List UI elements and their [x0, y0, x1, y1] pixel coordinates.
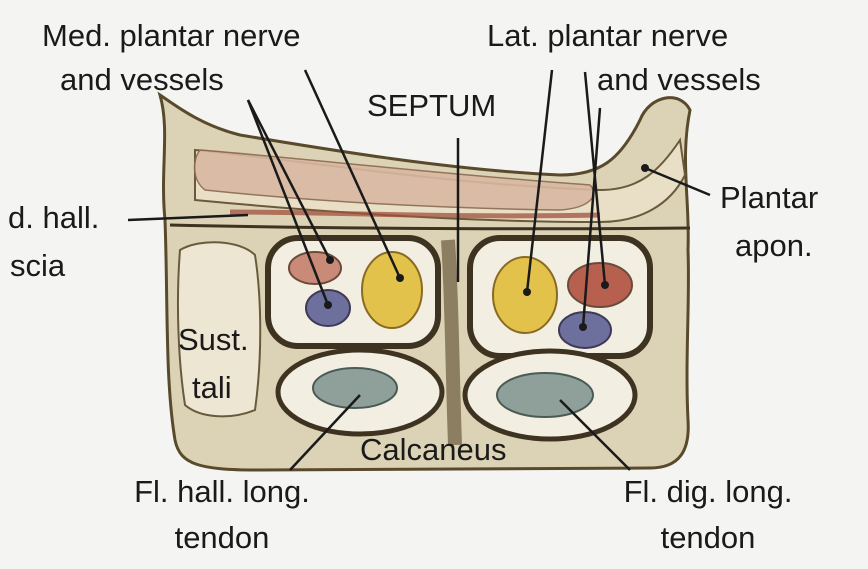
label-med-plantar-line1: Med. plantar nerve [42, 18, 301, 53]
leader-lat-nerve [525, 69, 554, 293]
leader-lines [127, 69, 711, 471]
leader-plantar-apon [644, 166, 711, 197]
label-lat-plantar-line1: Lat. plantar nerve [487, 18, 729, 53]
dot-med-artery [326, 256, 334, 264]
label-sust-line1: Sust. [178, 322, 249, 357]
dot-med-nerve [396, 274, 404, 282]
label-calcaneus: Calcaneus [360, 432, 507, 467]
dot-med-vein [324, 301, 332, 309]
label-fdl-line2: tendon [660, 520, 756, 555]
leader-med-artery [246, 99, 332, 261]
label-plantar-apon-line1: Plantar [720, 180, 819, 215]
label-plantar-apon-line2: apon. [735, 228, 813, 263]
label-fascia-line1: d. hall. [8, 200, 100, 235]
label-fhl-line1: Fl. hall. long. [134, 474, 310, 509]
fascia-line [229, 209, 601, 219]
leader-fhl [289, 394, 361, 471]
leader-med-nerve [303, 69, 402, 279]
lateral-artery [567, 262, 633, 308]
leader-fdl [559, 399, 631, 471]
fhl-tendon [312, 367, 398, 409]
label-fascia-line2: scia [10, 248, 66, 283]
fascia-border [169, 223, 691, 231]
dot-lat-nerve [523, 288, 531, 296]
septum [441, 239, 462, 446]
leader-med-vein [246, 99, 330, 306]
fdl-tendon [496, 372, 594, 418]
leader-fascia [127, 213, 249, 222]
label-sust-line2: tali [192, 370, 232, 405]
dot-plantar-apon [641, 164, 649, 172]
dot-lat-artery [601, 281, 609, 289]
medial-artery [288, 251, 342, 285]
label-septum: SEPTUM [367, 88, 497, 123]
abductor-muscle [193, 149, 595, 211]
label-fhl-line2: tendon [174, 520, 270, 555]
leader-dots [324, 164, 649, 331]
sustentaculum-tali [176, 241, 262, 418]
medial-nerve [361, 251, 423, 329]
leader-lat-vein [581, 107, 602, 328]
dot-lat-vein [579, 323, 587, 331]
label-med-plantar-line2: and vessels [60, 62, 224, 97]
label-fdl-line1: Fl. dig. long. [623, 474, 793, 509]
label-lat-plantar-line2: and vessels [597, 62, 761, 97]
